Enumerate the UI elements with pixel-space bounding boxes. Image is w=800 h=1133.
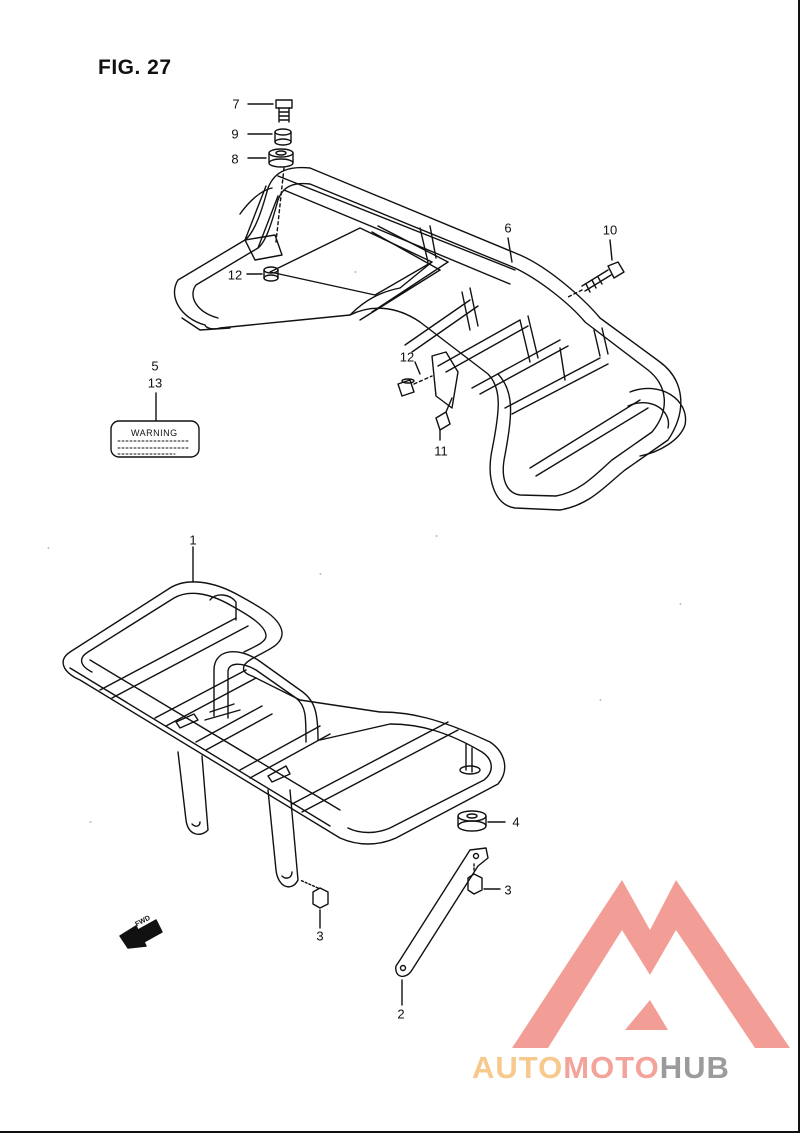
callout-5: 5 (151, 358, 159, 374)
nut-icon-12a (263, 266, 279, 282)
bolt-icon-3b (299, 879, 329, 909)
rear-carrier-frame (173, 166, 687, 511)
warning-label-icon (110, 420, 200, 458)
callout-8: 8 (231, 151, 239, 167)
callout-10: 10 (602, 222, 618, 238)
callout-12-middle: 12 (399, 349, 415, 365)
grommet-icon-4 (457, 810, 487, 832)
front-carrier-frame (62, 581, 506, 888)
callout-7: 7 (232, 96, 240, 112)
stay-bracket-icon-2 (395, 847, 489, 977)
nut-icon-12b (397, 375, 433, 397)
bolt-icon-10 (565, 261, 625, 299)
figure-title: FIG. 27 (98, 56, 172, 79)
watermark-logo-icon (512, 880, 790, 1048)
watermark-part-moto: MOTO (563, 1050, 660, 1085)
spacer-icon-9 (274, 128, 292, 146)
clip-icon-11 (435, 397, 453, 431)
callout-13: 13 (147, 375, 163, 391)
warning-label-text: WARNING (131, 428, 178, 438)
callout-11: 11 (434, 443, 448, 459)
callout-9: 9 (231, 126, 239, 142)
watermark-part-auto: AUTO (472, 1050, 564, 1085)
callout-6: 6 (504, 220, 512, 236)
watermark-brand: AUTOMOTOHUB (472, 1050, 730, 1086)
callout-12-upper: 12 (227, 267, 243, 283)
bolt-icon-3a (467, 863, 483, 895)
callout-4: 4 (512, 814, 520, 830)
callout-1: 1 (189, 532, 197, 548)
callout-3-right: 3 (504, 882, 512, 898)
cushion-icon-8 (268, 148, 294, 168)
callout-3-left: 3 (316, 928, 324, 944)
watermark-part-hub: HUB (659, 1050, 730, 1085)
bolt-icon-7 (275, 99, 293, 123)
callout-2: 2 (397, 1006, 405, 1022)
fwd-arrow-icon (119, 919, 163, 949)
